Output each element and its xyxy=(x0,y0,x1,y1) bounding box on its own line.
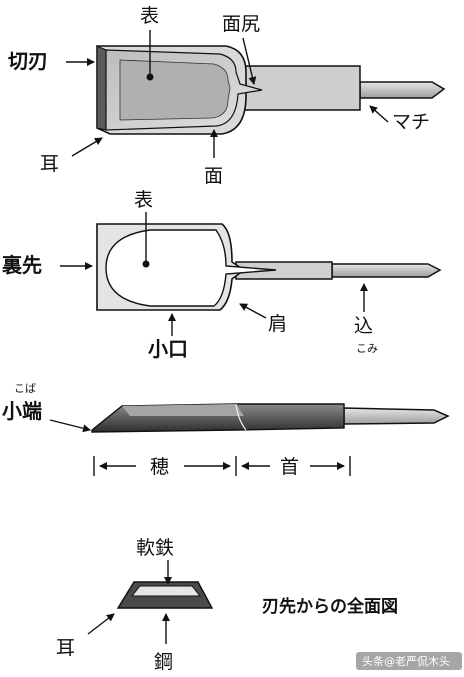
cutting-edge-strip xyxy=(96,45,107,131)
label-kobata: 小端 xyxy=(2,399,42,423)
omote-point xyxy=(146,73,154,81)
label-urasaki: 裏先 xyxy=(1,253,42,277)
label-hagane: 鋼 xyxy=(154,651,173,672)
back-omote-point xyxy=(142,260,150,268)
diagram-end-view: 軟鉄 耳 鋼 刃先からの全面図 xyxy=(56,537,398,673)
label-koguchi: 小口 xyxy=(148,337,188,361)
side-upper-highlight xyxy=(122,404,244,416)
side-tang-shape xyxy=(343,407,450,425)
caption-front-view: 刃先からの全面図 xyxy=(262,596,398,617)
label-kata: 肩 xyxy=(268,313,287,335)
watermark-bg xyxy=(356,652,462,670)
end-soft-iron-layer xyxy=(130,585,202,597)
label-kome: 込 xyxy=(354,315,373,337)
side-shoulder-curve xyxy=(235,403,247,431)
label-mimi-top: 耳 xyxy=(40,153,59,175)
watermark-text: 头条@老严侃木头 xyxy=(362,654,450,668)
kobata-arrow xyxy=(49,419,91,433)
label-back-omote: 表 xyxy=(134,189,153,211)
menjiri-arrow xyxy=(242,37,257,85)
label-kirijin: 切刃 xyxy=(8,49,48,73)
diagram-side-view: こば 小端 穂 首 xyxy=(2,382,450,478)
label-kome-reading: こみ xyxy=(356,342,378,355)
neck-shape xyxy=(239,65,361,111)
inner-facet xyxy=(119,59,231,121)
label-ho: 穂 xyxy=(150,456,169,478)
mimi-top-arrow xyxy=(71,137,103,157)
label-mimi-end: 耳 xyxy=(56,637,75,659)
label-men: 面 xyxy=(204,165,223,187)
label-kobata-reading: こば xyxy=(14,382,36,395)
diagram-top-view: 表 面尻 切刃 耳 面 マチ xyxy=(8,5,446,187)
mimi-end-arrow xyxy=(87,613,115,635)
kata-arrow xyxy=(239,303,267,319)
tang-shape xyxy=(359,81,446,99)
label-nantetsu: 軟鉄 xyxy=(136,537,174,559)
label-menjiri: 面尻 xyxy=(222,13,260,35)
back-tang-shape xyxy=(331,263,442,278)
back-flat-oval xyxy=(105,229,277,307)
label-omote: 表 xyxy=(140,5,159,27)
label-machi: マチ xyxy=(392,111,430,133)
machi-arrow xyxy=(369,105,389,123)
label-kubi: 首 xyxy=(280,456,299,478)
watermark: 头条@老严侃木头 xyxy=(356,652,462,670)
diagram-back-view: 表 裏先 肩 込 こみ 小口 xyxy=(1,189,442,361)
